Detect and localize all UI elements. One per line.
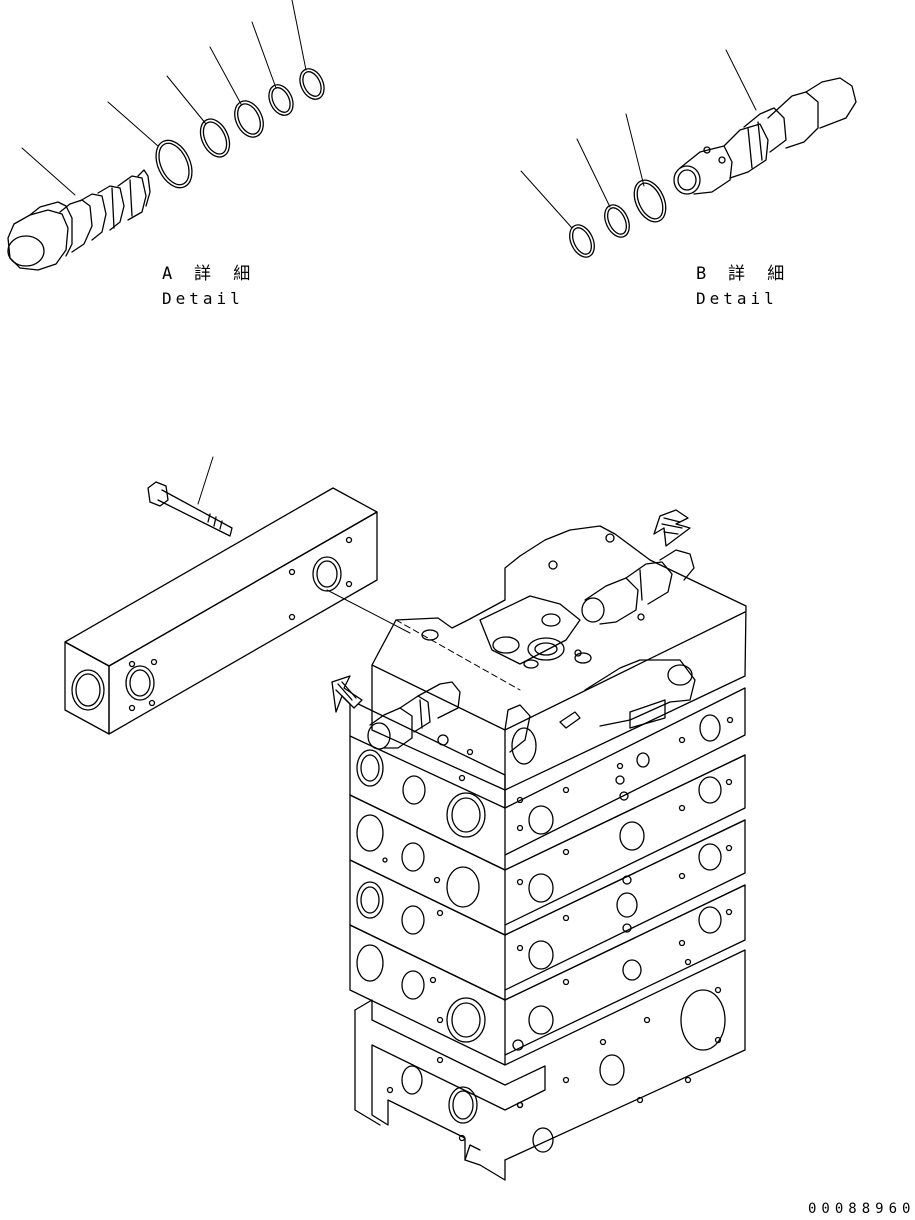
mounting-bolt — [147, 456, 233, 537]
detail-a-leader-lines — [21, 0, 307, 196]
valve-section-4 — [349, 884, 746, 1066]
detail-a-seal-rings — [155, 68, 325, 189]
control-valve-assembly — [331, 509, 747, 1181]
detail-b-english: Detail — [696, 289, 778, 308]
detail-b-valve-cartridge — [673, 77, 857, 195]
valve-section-5 — [504, 949, 746, 1161]
valve-section-2 — [349, 754, 746, 936]
detail-b-kanji: 詳 細 — [728, 264, 790, 284]
valve-section-3 — [349, 819, 746, 1001]
detail-b-seal-rings — [569, 179, 667, 258]
detail-b-group — [520, 49, 857, 258]
drawing-number: 00088960 — [808, 1201, 915, 1216]
detail-a-label: A 詳 細 Detail — [162, 264, 256, 308]
arrow-indicator-b — [653, 509, 691, 547]
valve-base — [354, 999, 554, 1181]
installed-valve-b — [581, 549, 695, 625]
arrow-indicator-a — [331, 675, 363, 713]
detail-a-kanji: 詳 細 — [194, 264, 256, 284]
detail-a-group — [7, 0, 325, 271]
installed-valve-a — [367, 681, 461, 750]
detail-a-english: Detail — [162, 289, 244, 308]
detail-a-valve-cartridge — [7, 169, 151, 271]
detail-a-letter: A — [162, 264, 178, 284]
detail-b-letter: B — [696, 264, 712, 284]
valve-section-1 — [349, 687, 746, 871]
cover-plate — [64, 487, 411, 735]
detail-b-leader-lines — [520, 49, 757, 229]
detail-b-label: B 詳 細 Detail — [696, 264, 790, 308]
